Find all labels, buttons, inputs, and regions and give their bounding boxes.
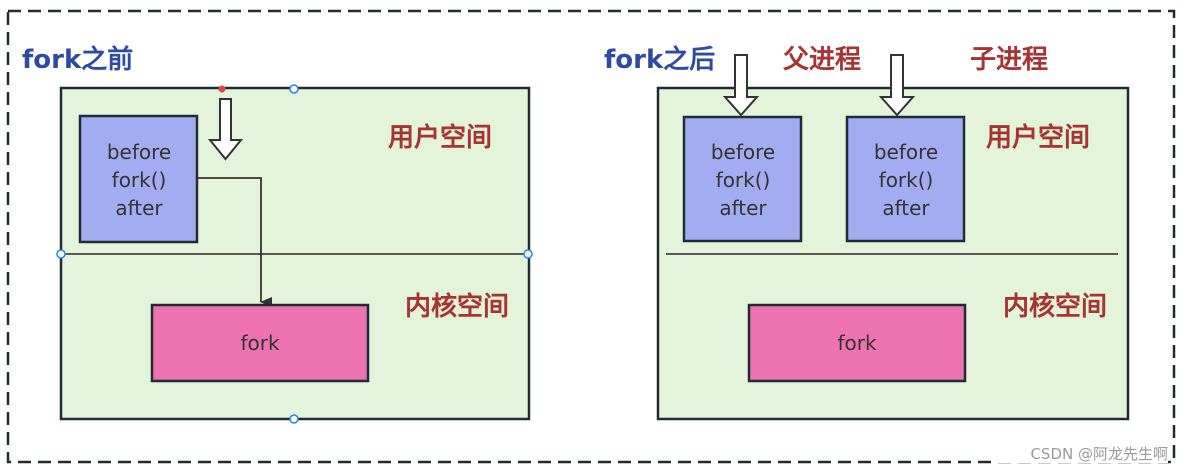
before-user-space-label: 用户空间 [388,122,492,153]
before-process-line-3: after [115,196,163,220]
watermark-background [996,441,1168,463]
before-process-line-1: before [107,140,171,164]
child-process-label: 子进程 [970,45,1048,75]
parent-process-line-2: fork() [716,168,771,192]
watermark: CSDN @阿龙先生啊 [1030,445,1168,463]
selection-handle-bottom[interactable] [289,414,299,424]
parent-process-line-3: after [719,196,767,220]
selection-handle-right[interactable] [523,249,533,259]
before-process-line-2: fork() [112,168,167,192]
after-title: fork之后 [604,44,715,75]
selection-handle-left[interactable] [56,249,66,259]
after-user-space-label: 用户空间 [986,122,1090,153]
before-kernel-fork-label: fork [240,331,280,355]
child-execution-arrow-icon [878,54,916,117]
fork-call-connector [197,177,272,307]
parent-process-box[interactable] [682,115,803,243]
child-process-line-2: fork() [879,168,934,192]
before-fork-panel: fork之前 用户空间 内核空间 before fork() after for… [22,44,533,424]
before-process-box[interactable] [78,114,199,244]
before-execution-arrow-icon [207,98,244,161]
before-kernel-space-label: 内核空间 [405,291,509,322]
outer-dashed-frame [6,9,1176,464]
child-process-line-1: before [874,140,938,164]
selection-handle-red[interactable] [218,85,226,93]
before-title: fork之前 [22,44,133,75]
selection-handle-top[interactable] [289,84,299,94]
parent-execution-arrow-icon [722,54,760,117]
after-kernel-space-label: 内核空间 [1003,291,1107,322]
parent-process-label: 父进程 [783,45,861,75]
child-process-box[interactable] [845,115,966,243]
child-process-line-3: after [882,196,930,220]
before-kernel-fork-box[interactable] [150,303,370,383]
parent-process-line-1: before [711,140,775,164]
after-kernel-fork-box[interactable] [747,303,967,383]
after-fork-panel: fork之后 父进程 子进程 用户空间 内核空间 before fork() a… [604,44,1130,421]
after-kernel-fork-label: fork [837,331,877,355]
